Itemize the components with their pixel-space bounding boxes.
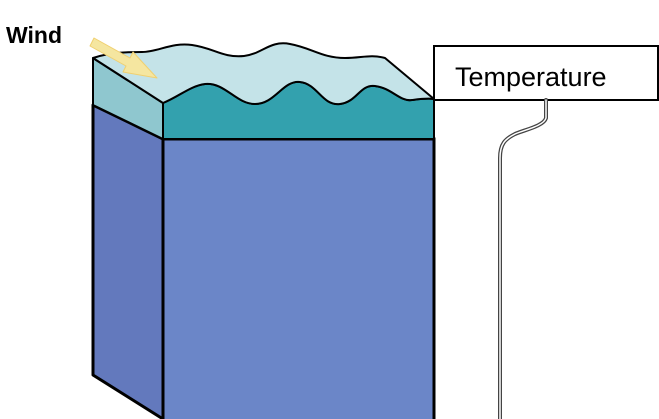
temperature-label: Temperature: [455, 62, 607, 92]
ocean-surface-top: [92, 42, 435, 106]
block-side-face-deep: [91, 103, 165, 419]
temperature-profile-curve: [498, 98, 548, 419]
block-front-face-deep: [161, 137, 436, 419]
wind-arrow-icon: [89, 37, 158, 79]
temperature-profile-curve-inner: [499, 99, 547, 419]
temperature-label-box: [433, 45, 659, 101]
wind-label: Wind: [6, 22, 62, 48]
